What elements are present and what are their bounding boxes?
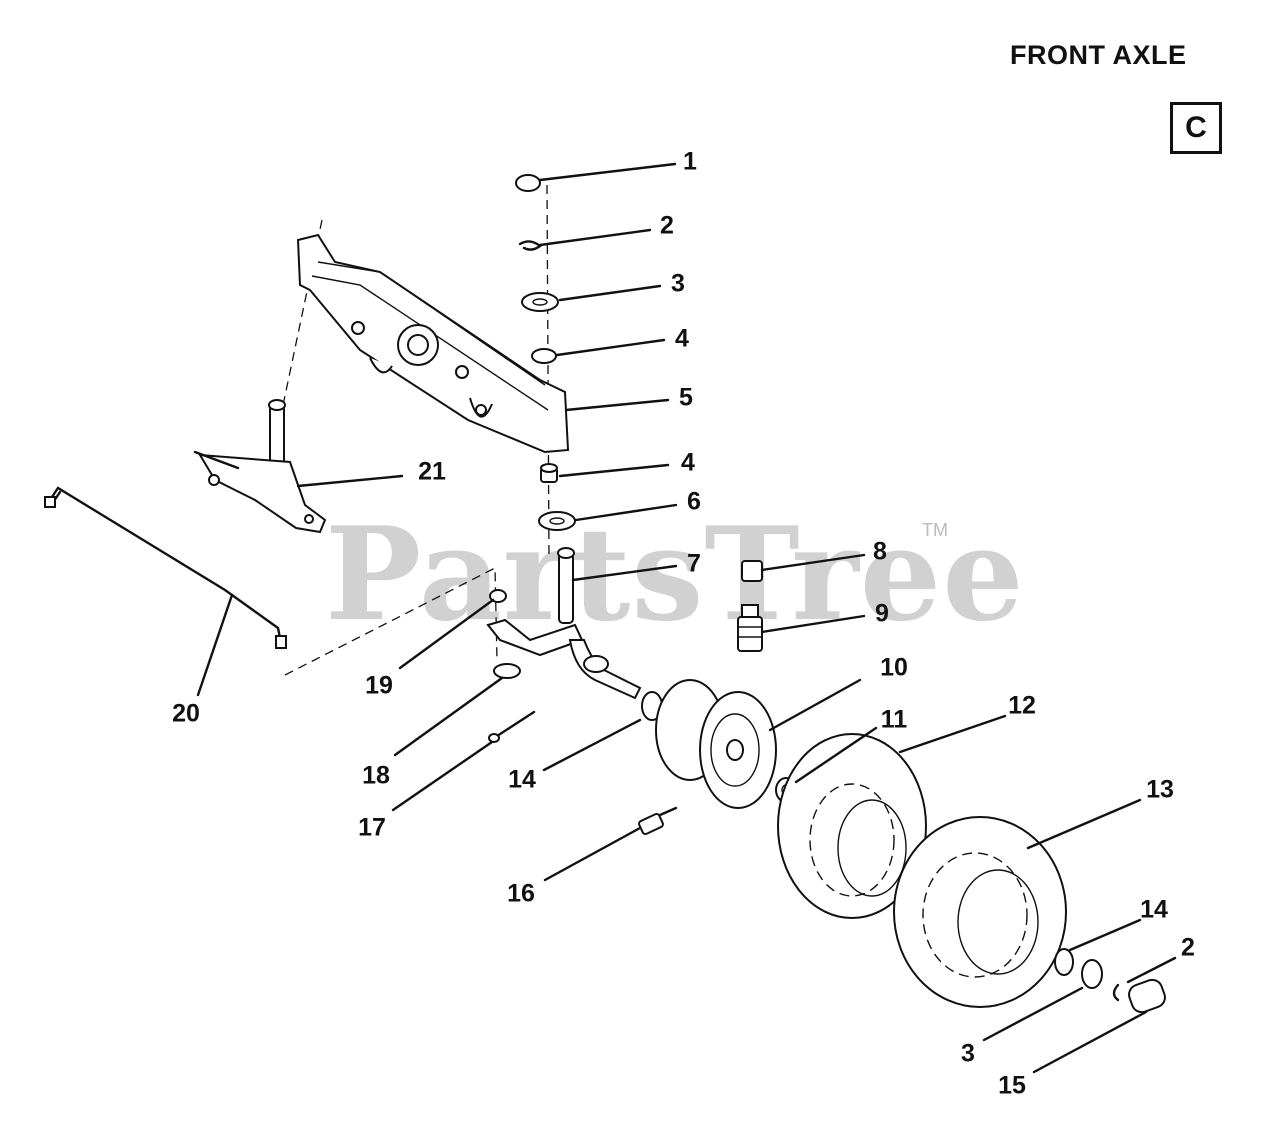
- assembly-axis-line: [546, 184, 550, 561]
- wheel-rim-part: [655, 679, 777, 809]
- clip-part: [518, 240, 542, 251]
- callout-17: 17: [358, 813, 386, 842]
- tie-rod-part: [44, 486, 287, 650]
- washer-18-part: [493, 663, 521, 679]
- tire-13-part: [893, 816, 1067, 1008]
- callout-6: 6: [687, 487, 701, 516]
- section-badge: C: [1170, 102, 1222, 154]
- callout-9: 9: [875, 599, 889, 628]
- spindle-left-part: [193, 399, 327, 534]
- valve-16-part: [638, 806, 678, 836]
- callout-18: 18: [362, 761, 390, 790]
- callout-13: 13: [1146, 775, 1174, 804]
- callout-12: 12: [1008, 691, 1036, 720]
- leader-lines: [196, 162, 1177, 1074]
- trademark-mark: TM: [922, 520, 948, 540]
- cap-15-part: [1128, 978, 1166, 1014]
- callout-3: 3: [671, 269, 685, 298]
- watermark-logo: PartsTree: [325, 500, 1025, 650]
- callout-8: 8: [873, 537, 887, 566]
- drag-link-dash: [284, 566, 498, 676]
- callout-21: 21: [418, 457, 446, 486]
- nut-19-part: [489, 589, 507, 603]
- callout-14-left: 14: [508, 765, 536, 794]
- valve-stem-part: [737, 604, 763, 652]
- callout-14-right: 14: [1140, 895, 1168, 924]
- callout-5: 5: [679, 383, 693, 412]
- diagram-title: FRONT AXLE: [1010, 40, 1187, 70]
- bushing-upper-part: [531, 348, 557, 364]
- callout-11: 11: [880, 705, 908, 734]
- callout-2: 2: [660, 211, 674, 240]
- callout-7: 7: [687, 549, 701, 578]
- axle-beam-part: [296, 233, 570, 454]
- callout-4-lower: 4: [681, 448, 695, 477]
- cap-part: [515, 174, 541, 192]
- washer-14-right-part: [1054, 948, 1074, 976]
- callout-4: 4: [675, 324, 689, 353]
- washer-6-part: [538, 511, 576, 531]
- spindle-right-part: [486, 547, 642, 700]
- tire-12-part: [777, 733, 927, 919]
- washer-3-right-part: [1081, 959, 1103, 989]
- callout-2-right: 2: [1181, 933, 1195, 962]
- callout-16: 16: [507, 879, 535, 908]
- callout-20: 20: [172, 699, 200, 728]
- callout-19: 19: [365, 671, 393, 700]
- callout-3-right: 3: [961, 1039, 975, 1068]
- callout-1: 1: [683, 147, 697, 176]
- cap-8-part: [741, 560, 763, 582]
- callout-10: 10: [880, 653, 908, 682]
- washer-part: [521, 292, 559, 312]
- clip-2-right-part: [1112, 983, 1120, 1002]
- cotter-pin-part: [492, 710, 536, 740]
- callout-15: 15: [998, 1071, 1026, 1100]
